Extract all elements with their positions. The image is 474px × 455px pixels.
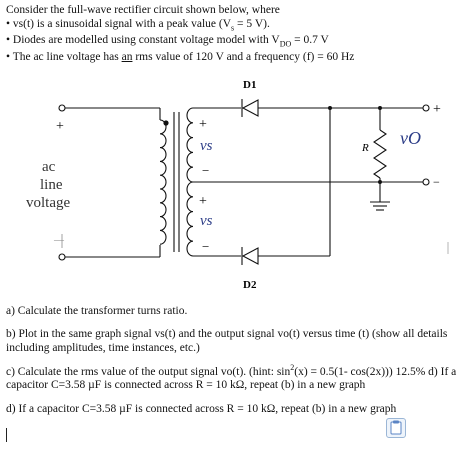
vo-label: vO [400,128,421,148]
question-a: a) Calculate the transformer turns ratio… [6,305,188,317]
question-c: c) Calculate the rms value of the output… [6,361,468,393]
output-plus-label: + [433,102,441,117]
primary-plus-label: + [56,119,64,134]
bullet-vs-text: • vs(t) is a sinusoidal signal with a pe… [6,17,232,30]
bullet-diode-text: • Diodes are modelled using constant vol… [6,34,280,47]
line-label: line [40,177,63,193]
diode-d2-label: D2 [243,279,257,291]
bullet-vs-sub: s [231,22,235,32]
bullet-diode: • Diodes are modelled using constant vol… [6,34,468,51]
secondary-bot-vs: vs [200,213,213,229]
intro-line: Consider the full-wave rectifier circuit… [6,4,280,16]
question-c-sup: 2 [290,363,295,372]
bullet-vs: • vs(t) is a sinusoidal signal with a pe… [6,18,468,35]
text-cursor [6,428,7,442]
bullet-ac-underlined: an [121,51,133,64]
bullet-ac-line: • The ac line voltage has an rms value o… [6,51,468,65]
resistor-label: R [361,142,369,154]
bullet-diode-value: = 0.7 V [294,34,329,47]
secondary-top-minus: − [202,163,209,178]
secondary-bot-plus: + [199,194,207,209]
rectifier-circuit-diagram: D1 D2 + — ac line voltage + vs − + vs − … [26,79,449,291]
secondary-top-vs: vs [200,138,213,154]
primary-minus-label: — [53,235,65,246]
bullet-ac-value: rms value of 120 V and a frequency (f) =… [132,51,355,64]
question-c-part1: c) Calculate the rms value of the output… [6,365,291,378]
output-minus-label: − [433,175,440,189]
question-b: b) Plot in the same graph signal vs(t) a… [6,328,448,354]
voltage-label: voltage [26,195,70,211]
diode-d1-label: D1 [243,79,256,91]
question-c-part2: (x) = 0.5(1- cos(2x))) 12.5% d) If a cap… [6,365,457,392]
clipboard-icon[interactable] [386,418,406,438]
secondary-bot-minus: − [202,239,209,254]
question-d: d) If a capacitor C=3.58 µF is connected… [6,403,397,415]
problem-intro: Consider the full-wave rectifier circuit… [6,4,468,65]
bullet-ac-text: • The ac line voltage has [6,51,122,64]
secondary-top-plus: + [199,117,207,132]
bullet-diode-sub: DO [279,39,292,49]
ac-label: ac [42,159,56,175]
bullet-vs-value: = 5 V). [237,17,270,30]
